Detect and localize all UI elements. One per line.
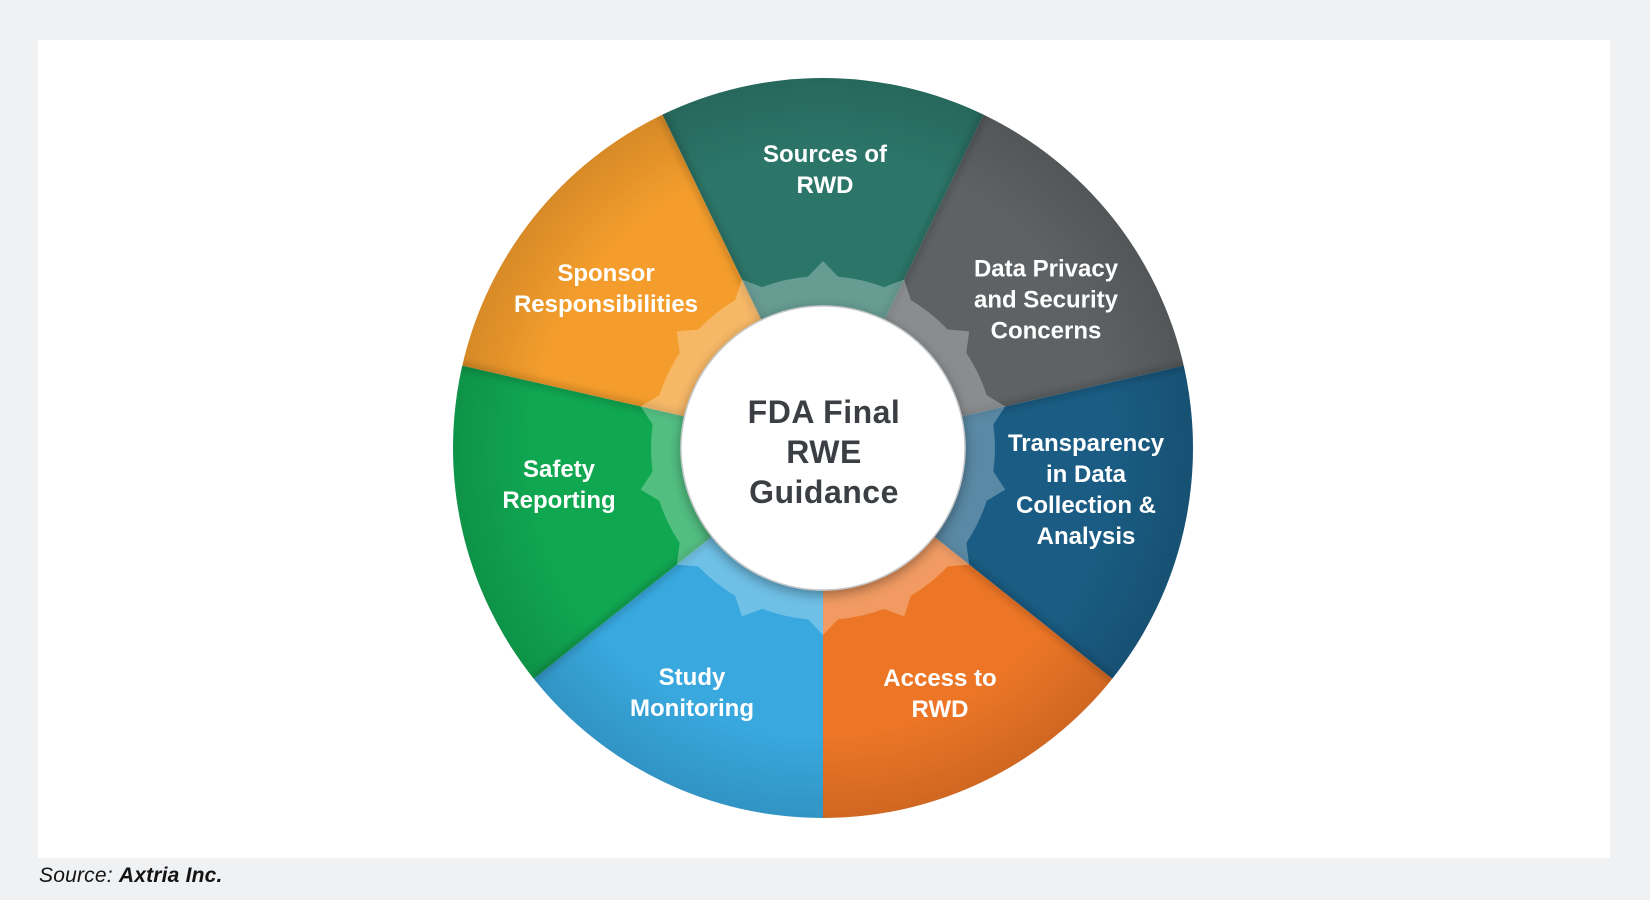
wedge-boundary-shadow	[658, 109, 766, 325]
wedge-boundary-shadow	[880, 109, 988, 325]
source-prefix: Source:	[39, 864, 113, 887]
source-attribution: Source: Axtria Inc.	[39, 864, 223, 888]
source-name: Axtria Inc.	[118, 864, 223, 887]
wedge-boundary-shadow	[956, 362, 1189, 420]
wedge-boundary-shadow	[457, 362, 690, 420]
wedge-boundary-shadows	[457, 109, 1189, 818]
wedge-boundary-shadow	[529, 532, 717, 684]
center-circle	[680, 305, 966, 591]
wedge-boundary-shadow	[929, 532, 1117, 684]
